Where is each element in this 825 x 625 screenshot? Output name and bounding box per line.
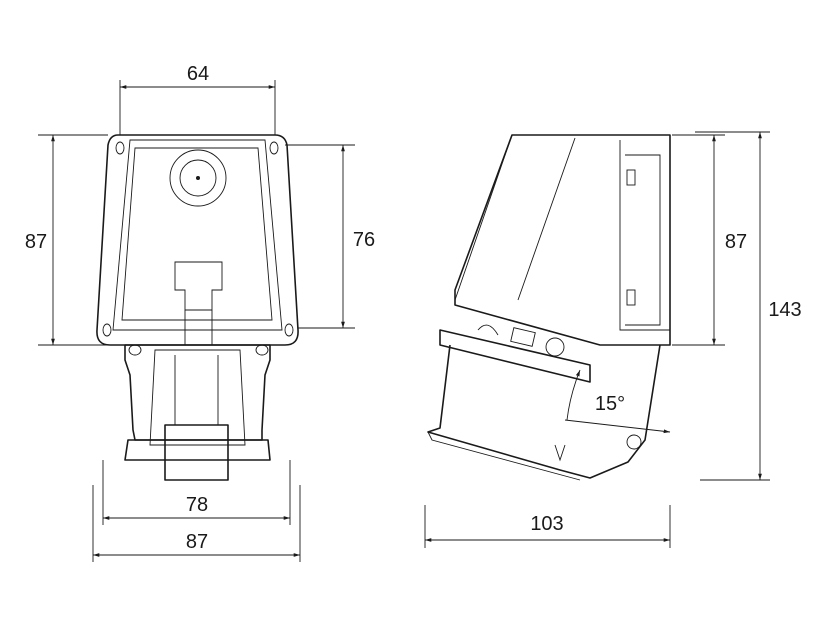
dim-side-total-height: 143 [768,299,801,321]
dim-width-top: 64 [187,63,209,85]
side-view [427,134,671,481]
dim-width-outer: 87 [186,531,208,553]
dim-height-left: 87 [25,231,47,253]
side-dimensions: 87 143 103 15° [424,131,802,548]
dim-side-body-height: 87 [725,231,747,253]
dim-side-depth: 103 [530,513,563,535]
dim-height-right: 76 [353,229,375,251]
front-view [96,134,299,481]
dim-width-inner: 78 [186,494,208,516]
front-dimensions: 64 87 76 78 87 [25,63,375,562]
dim-side-angle: 15° [595,393,625,415]
